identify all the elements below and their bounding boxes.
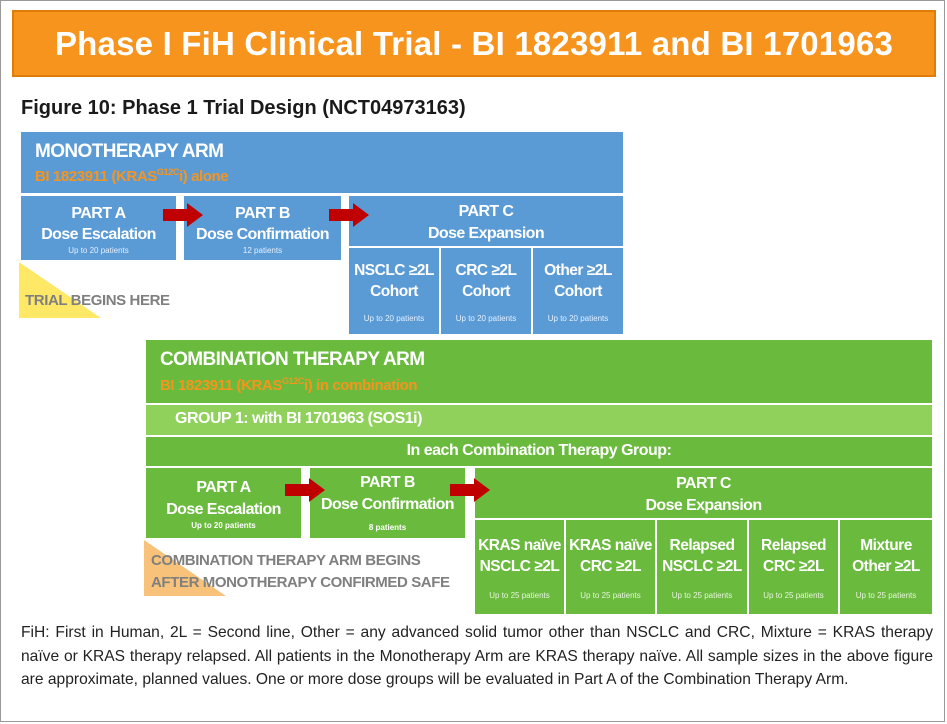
cohort-line1: KRAS naïve	[478, 537, 561, 554]
mono-part-a-size: Up to 20 patients	[68, 246, 129, 255]
cohort-size: Up to 25 patients	[763, 591, 824, 600]
combo-cohort-mixture-other: Mixture Other ≥2L Up to 25 patients	[840, 520, 932, 614]
combination-start-marker-icon	[144, 540, 226, 596]
group-1-bar: GROUP 1: with BI 1701963 (SOS1i)	[146, 405, 932, 435]
mono-cohort-other: Other ≥2L Cohort Up to 20 patients	[533, 248, 623, 334]
combo-part-c-subtitle: Dose Expansion	[645, 497, 762, 514]
group-1-label: GROUP 1: with BI 1701963 (SOS1i)	[175, 410, 422, 427]
cohort-line1: NSCLC ≥2L	[354, 262, 434, 279]
combo-cohort-relapsed-nsclc: Relapsed NSCLC ≥2L Up to 25 patients	[657, 520, 747, 614]
combo-part-c-box: PART C Dose Expansion	[475, 468, 932, 518]
arrow-right-icon	[285, 478, 325, 502]
figure-title: Figure 10: Phase 1 Trial Design (NCT0497…	[21, 97, 466, 119]
combo-cohort-naive-nsclc: KRAS naïve NSCLC ≥2L Up to 25 patients	[475, 520, 564, 614]
combo-part-b-title: PART B	[360, 474, 415, 491]
combo-part-a-size: Up to 20 patients	[191, 521, 256, 530]
mono-part-b-subtitle: Dose Confirmation	[196, 226, 330, 243]
cohort-line2: Other ≥2L	[852, 558, 920, 575]
mono-part-a-subtitle: Dose Escalation	[41, 226, 156, 243]
monotherapy-arm-subtitle: BI 1823911 (KRASG12Ci) alone	[35, 167, 229, 185]
mono-cohort-crc: CRC ≥2L Cohort Up to 20 patients	[441, 248, 531, 334]
each-group-bar: In each Combination Therapy Group:	[146, 437, 932, 466]
arrow-right-icon	[329, 203, 369, 227]
arrow-right-icon	[163, 203, 203, 227]
arrow-right-icon	[450, 478, 490, 502]
mono-part-a-box: PART A Dose Escalation Up to 20 patients	[21, 196, 176, 260]
cohort-line1: Relapsed	[761, 537, 826, 554]
combination-begins-note-line2: AFTER MONOTHERAPY CONFIRMED SAFE	[151, 574, 450, 591]
mono-part-b-box: PART B Dose Confirmation 12 patients	[184, 196, 341, 260]
trial-begins-note: TRIAL BEGINS HERE	[25, 292, 170, 309]
mono-cohort-nsclc: NSCLC ≥2L Cohort Up to 20 patients	[349, 248, 439, 334]
cohort-size: Up to 20 patients	[455, 314, 517, 323]
combo-part-b-subtitle: Dose Confirmation	[321, 496, 455, 513]
cohort-size: Up to 25 patients	[671, 591, 733, 600]
combo-part-a-box: PART A Dose Escalation Up to 20 patients	[146, 468, 301, 538]
combination-begins-note-line1: COMBINATION THERAPY ARM BEGINS	[151, 552, 421, 569]
combo-cohort-naive-crc: KRAS naïve CRC ≥2L Up to 25 patients	[566, 520, 655, 614]
cohort-size: Up to 25 patients	[580, 591, 641, 600]
cohort-size: Up to 25 patients	[489, 591, 550, 600]
cohort-line2: CRC ≥2L	[763, 558, 824, 575]
cohort-size: Up to 20 patients	[363, 314, 425, 323]
mono-part-a-title: PART A	[71, 205, 126, 222]
combo-part-c-title: PART C	[676, 475, 731, 492]
each-group-label: In each Combination Therapy Group:	[406, 442, 672, 459]
banner-title: Phase I FiH Clinical Trial - BI 1823911 …	[54, 24, 894, 62]
title-banner: Phase I FiH Clinical Trial - BI 1823911 …	[12, 10, 936, 77]
monotherapy-arm-title: MONOTHERAPY ARM	[35, 141, 224, 162]
cohort-line2: NSCLC ≥2L	[662, 558, 742, 575]
combo-part-b-box: PART B Dose Confirmation 8 patients	[310, 468, 465, 538]
mono-part-c-subtitle: Dose Expansion	[427, 225, 545, 242]
cohort-line1: Other ≥2L	[544, 262, 612, 279]
cohort-line2: Cohort	[462, 283, 510, 300]
combo-part-a-title: PART A	[196, 479, 251, 496]
cohort-line1: CRC ≥2L	[455, 262, 517, 279]
mono-part-b-size: 12 patients	[242, 246, 283, 255]
combination-arm-header: COMBINATION THERAPY ARM BI 1823911 (KRAS…	[146, 340, 932, 403]
cohort-line1: Relapsed	[669, 537, 735, 554]
cohort-line2: Cohort	[554, 283, 602, 300]
combination-arm-title: COMBINATION THERAPY ARM	[160, 349, 425, 370]
combo-part-b-size: 8 patients	[368, 523, 407, 532]
cohort-size: Up to 20 patients	[547, 314, 609, 323]
cohort-size: Up to 25 patients	[855, 591, 917, 600]
cohort-line2: CRC ≥2L	[580, 558, 641, 575]
cohort-line1: Mixture	[860, 537, 912, 554]
cohort-line2: Cohort	[370, 283, 418, 300]
trial-start-marker-icon	[19, 262, 101, 318]
mono-part-c-title: PART C	[458, 203, 514, 220]
cohort-line2: NSCLC ≥2L	[479, 558, 560, 575]
combination-arm-subtitle: BI 1823911 (KRASG12Ci) in combination	[160, 376, 418, 394]
combo-cohort-relapsed-crc: Relapsed CRC ≥2L Up to 25 patients	[749, 520, 838, 614]
cohort-line1: KRAS naïve	[569, 537, 652, 554]
mono-part-b-title: PART B	[235, 205, 290, 222]
combo-part-a-subtitle: Dose Escalation	[166, 501, 281, 518]
mono-part-c-box: PART C Dose Expansion	[349, 196, 623, 246]
monotherapy-arm-header: MONOTHERAPY ARM BI 1823911 (KRASG12Ci) a…	[21, 132, 623, 193]
footnote: FiH: First in Human, 2L = Second line, O…	[21, 624, 933, 688]
